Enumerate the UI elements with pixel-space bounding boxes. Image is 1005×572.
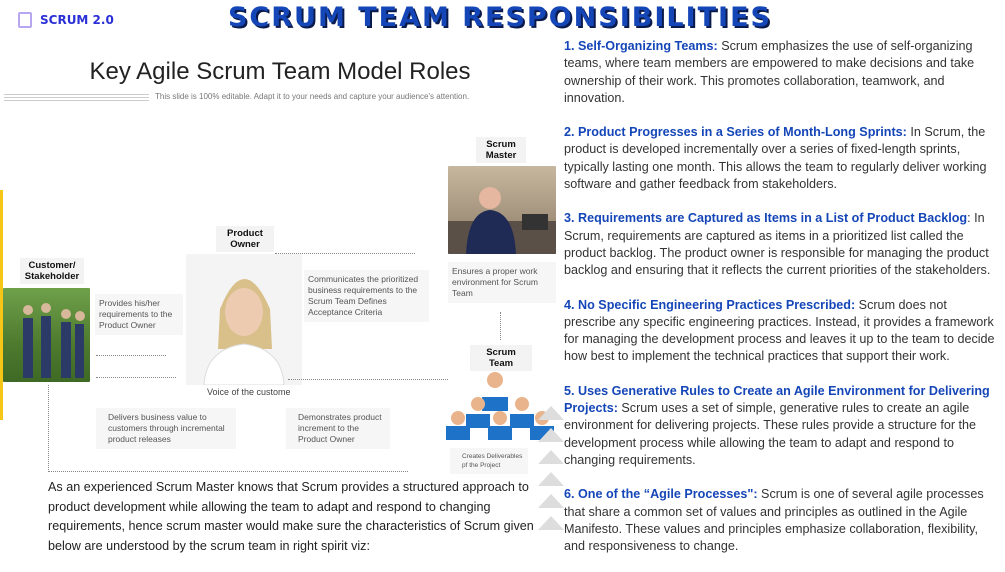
arrow-po-to-customer — [96, 377, 176, 378]
note-demonstrates: Demonstrates product increment to the Pr… — [286, 408, 390, 449]
item-text: In Scrum, the product is developed incre… — [564, 125, 987, 192]
list-item: 1. Self-Organizing Teams: Scrum emphasiz… — [564, 38, 996, 107]
slide-title: Key Agile Scrum Team Model Roles — [89, 58, 471, 85]
intro-paragraph: As an experienced Scrum Master knows tha… — [48, 480, 534, 553]
brand-label: SCRUM 2.0 — [40, 13, 114, 27]
list-item: 5. Uses Generative Rules to Create an Ag… — [564, 383, 996, 469]
customer-photo — [3, 288, 90, 382]
item-heading: 3. Requirements are Captured as Items in… — [564, 211, 968, 226]
product-owner-photo — [186, 254, 302, 385]
item-heading: 6. One of the “Agile Processes": — [564, 487, 758, 502]
scrum-logo-icon — [18, 12, 32, 28]
item-heading: 2. Product Progresses in a Series of Mon… — [564, 125, 907, 140]
item-heading: 1. Self-Organizing Teams: — [564, 39, 718, 53]
note-creates: Creates Deliverables pf the Project — [450, 448, 528, 474]
scrum-master-photo — [448, 166, 556, 254]
chevron-up-icon — [538, 512, 564, 530]
item-text: Scrum emphasizes the use of self-organiz… — [564, 39, 975, 105]
arrow-sm-team — [500, 312, 501, 340]
chevron-up-icon — [538, 424, 564, 442]
chevron-up-icon — [538, 446, 564, 464]
item-heading: 5. Uses Generative Rules to Create an Ag… — [564, 383, 990, 416]
note-delivers: Delivers business value to customers thr… — [96, 408, 236, 449]
decorative-lines — [4, 94, 149, 102]
role-customer: Customer/ Stakeholder — [20, 258, 84, 284]
item-text: Scrum uses a set of simple, generative r… — [564, 401, 977, 467]
note-customer: Provides his/her requirements to the Pro… — [95, 294, 183, 335]
item-text: Scrum is one of several agile processes … — [564, 487, 984, 554]
chevron-up-icon — [538, 468, 564, 486]
arrow-customer-to-po — [96, 355, 166, 356]
accent-bar — [0, 190, 3, 420]
role-product-owner: Product Owner — [216, 226, 274, 252]
role-scrum-team: Scrum Team — [470, 345, 532, 371]
arrow-po-to-sm — [275, 253, 415, 254]
arrow-left-vertical — [48, 385, 49, 472]
scrum-team-icon — [442, 362, 558, 440]
list-item: 3. Requirements are Captured as Items in… — [564, 210, 996, 279]
item-heading: 4. No Specific Engineering Practices Pre… — [564, 297, 856, 312]
item-text: Scrum does not prescribe any specific en… — [564, 297, 995, 364]
role-scrum-master: Scrum Master — [476, 137, 526, 163]
arrow-po-team — [288, 379, 448, 380]
note-scrum-master: Ensures a proper work environment for Sc… — [448, 262, 556, 303]
list-item: 2. Product Progresses in a Series of Mon… — [564, 124, 996, 193]
note-voice: Voice of the custome — [207, 387, 291, 397]
page-title: SCRUM TEAM RESPONSIBILITIES — [227, 2, 772, 33]
characteristics-list: 1. Self-Organizing Teams: Scrum emphasiz… — [564, 38, 996, 572]
chevron-up-icon — [538, 402, 564, 420]
note-product-owner: Communicates the prioritized business re… — [304, 270, 429, 322]
item-text: : In Scrum, requirements are captured as… — [564, 211, 991, 278]
slide-subtitle: This slide is 100% editable. Adapt it to… — [155, 92, 470, 101]
arrow-bottom — [48, 471, 408, 472]
list-item: 6. One of the “Agile Processes": Scrum i… — [564, 486, 996, 555]
chevron-up-icon — [538, 490, 564, 508]
list-item: 4. No Specific Engineering Practices Pre… — [564, 297, 996, 366]
brand: SCRUM 2.0 — [18, 12, 114, 28]
